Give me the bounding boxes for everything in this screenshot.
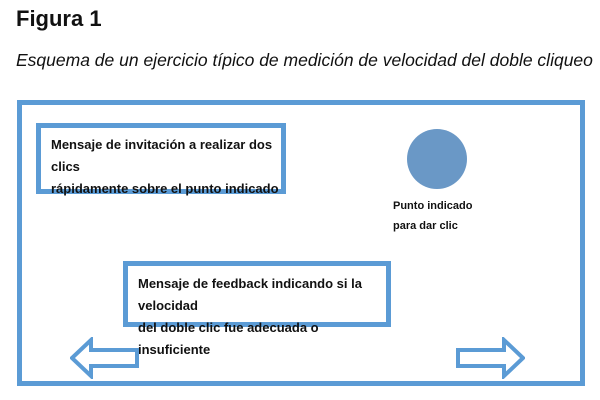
invitation-line-2: rápidamente sobre el punto indicado (51, 181, 279, 196)
arrow-left-icon[interactable] (70, 337, 142, 379)
invitation-message-box: Mensaje de invitación a realizar dos cli… (36, 123, 286, 196)
target-label-line-2: para dar clic (393, 220, 458, 232)
screen-frame (17, 100, 585, 386)
figure-title: Figura 1 (16, 6, 102, 31)
feedback-line-2: del doble clic fue adecuada o insuficien… (138, 320, 319, 357)
invitation-line-1: Mensaje de invitación a realizar dos cli… (51, 137, 273, 174)
feedback-message-box: Mensaje de feedback indicando si la velo… (123, 261, 391, 357)
feedback-line-1: Mensaje de feedback indicando si la velo… (138, 276, 362, 313)
click-target-dot[interactable] (407, 129, 467, 189)
click-target-label: Punto indicado para dar clic (393, 196, 472, 236)
figure-subtitle: Esquema de un ejercicio típico de medici… (16, 50, 593, 70)
arrow-right-icon[interactable] (453, 337, 525, 379)
target-label-line-1: Punto indicado (393, 200, 473, 212)
